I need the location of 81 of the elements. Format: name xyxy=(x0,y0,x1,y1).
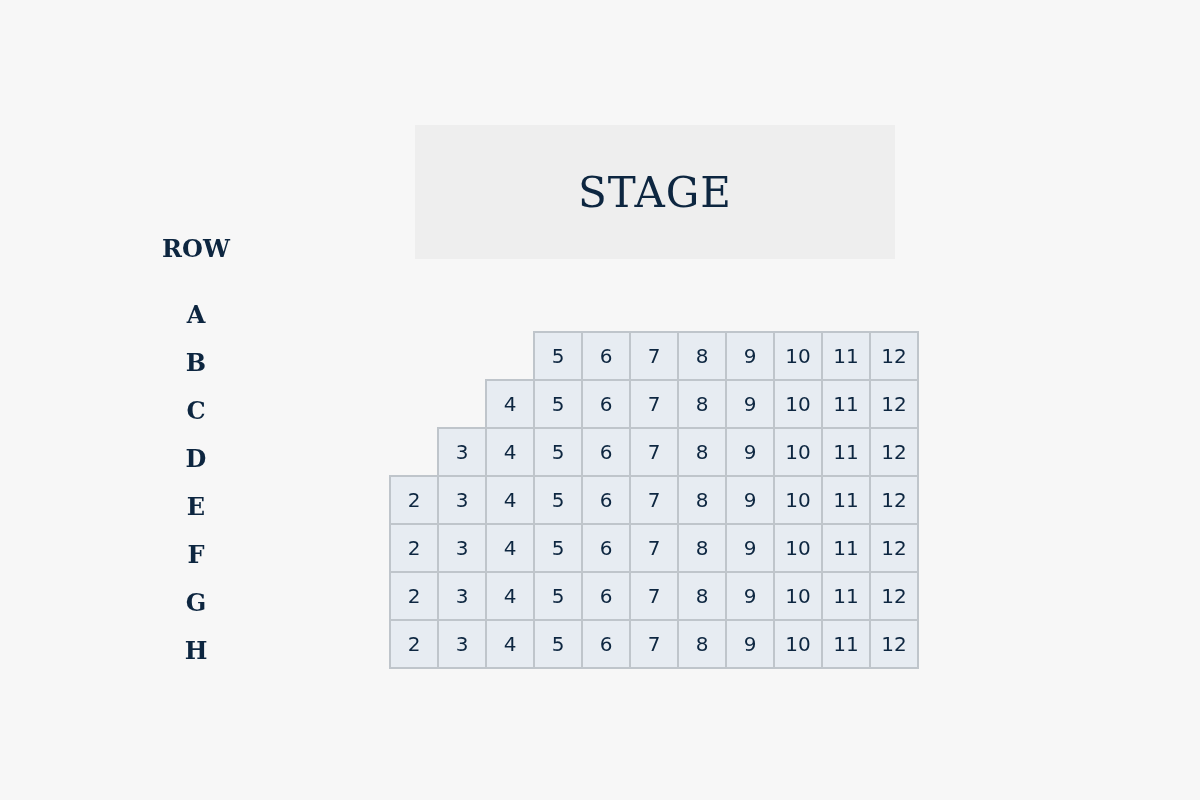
seat: 10 xyxy=(773,619,823,669)
seat: 3 xyxy=(437,427,487,477)
seat: 8 xyxy=(677,475,727,525)
seat: 8 xyxy=(677,571,727,621)
seat: 4 xyxy=(485,571,535,621)
row-letter: A xyxy=(186,303,206,327)
seat: 10 xyxy=(773,331,823,381)
seat: 9 xyxy=(725,475,775,525)
seat: 10 xyxy=(773,475,823,525)
seat: 6 xyxy=(581,475,631,525)
seat: 5 xyxy=(533,475,583,525)
seat: 9 xyxy=(725,379,775,429)
seat: 9 xyxy=(725,331,775,381)
seat: 7 xyxy=(629,379,679,429)
seat: 2 xyxy=(389,619,439,669)
seat: 3 xyxy=(437,571,487,621)
seat: 11 xyxy=(821,427,871,477)
seat: 7 xyxy=(629,571,679,621)
seat: 12 xyxy=(869,379,919,429)
seat: 3 xyxy=(437,523,487,573)
seat: 4 xyxy=(485,523,535,573)
seat: 9 xyxy=(725,523,775,573)
row-letter: B xyxy=(185,351,207,375)
seat: 12 xyxy=(869,571,919,621)
seat: 6 xyxy=(581,523,631,573)
seat: 5 xyxy=(533,331,583,381)
row-letter: D xyxy=(185,447,207,471)
seat: 6 xyxy=(581,379,631,429)
seat: 2 xyxy=(389,523,439,573)
seat: 8 xyxy=(677,523,727,573)
seat: 11 xyxy=(821,379,871,429)
seat: 8 xyxy=(677,619,727,669)
seat: 10 xyxy=(773,427,823,477)
seat: 4 xyxy=(485,427,535,477)
seat: 8 xyxy=(677,427,727,477)
seat: 5 xyxy=(533,619,583,669)
seat: 7 xyxy=(629,331,679,381)
seat: 5 xyxy=(533,571,583,621)
row-heading: ROW xyxy=(162,237,230,261)
seat: 7 xyxy=(629,427,679,477)
seat: 3 xyxy=(437,619,487,669)
row-letter: E xyxy=(186,495,206,519)
seat: 10 xyxy=(773,523,823,573)
row-letter: C xyxy=(186,399,206,423)
seat: 12 xyxy=(869,331,919,381)
seat: 6 xyxy=(581,571,631,621)
seat: 12 xyxy=(869,475,919,525)
row-letter: H xyxy=(184,639,208,663)
row-letter: F xyxy=(187,543,205,567)
seat: 11 xyxy=(821,331,871,381)
seat: 3 xyxy=(437,475,487,525)
row-letter: G xyxy=(185,591,207,615)
stage-label: STAGE xyxy=(578,167,732,217)
seat: 8 xyxy=(677,331,727,381)
seat: 8 xyxy=(677,379,727,429)
seat: 4 xyxy=(485,475,535,525)
seat: 6 xyxy=(581,427,631,477)
seat: 4 xyxy=(485,619,535,669)
seat: 5 xyxy=(533,379,583,429)
seat: 7 xyxy=(629,619,679,669)
seat: 10 xyxy=(773,379,823,429)
seat: 10 xyxy=(773,571,823,621)
seat: 2 xyxy=(389,475,439,525)
seat: 9 xyxy=(725,427,775,477)
seat: 11 xyxy=(821,619,871,669)
seat: 2 xyxy=(389,571,439,621)
seat: 12 xyxy=(869,523,919,573)
seat: 11 xyxy=(821,571,871,621)
seat: 4 xyxy=(485,379,535,429)
seat: 5 xyxy=(533,427,583,477)
seat: 9 xyxy=(725,619,775,669)
seat: 11 xyxy=(821,475,871,525)
seat: 7 xyxy=(629,475,679,525)
seat: 6 xyxy=(581,619,631,669)
seat: 12 xyxy=(869,619,919,669)
seat: 7 xyxy=(629,523,679,573)
seat: 11 xyxy=(821,523,871,573)
seat: 6 xyxy=(581,331,631,381)
seat: 9 xyxy=(725,571,775,621)
seat: 12 xyxy=(869,427,919,477)
seat: 5 xyxy=(533,523,583,573)
